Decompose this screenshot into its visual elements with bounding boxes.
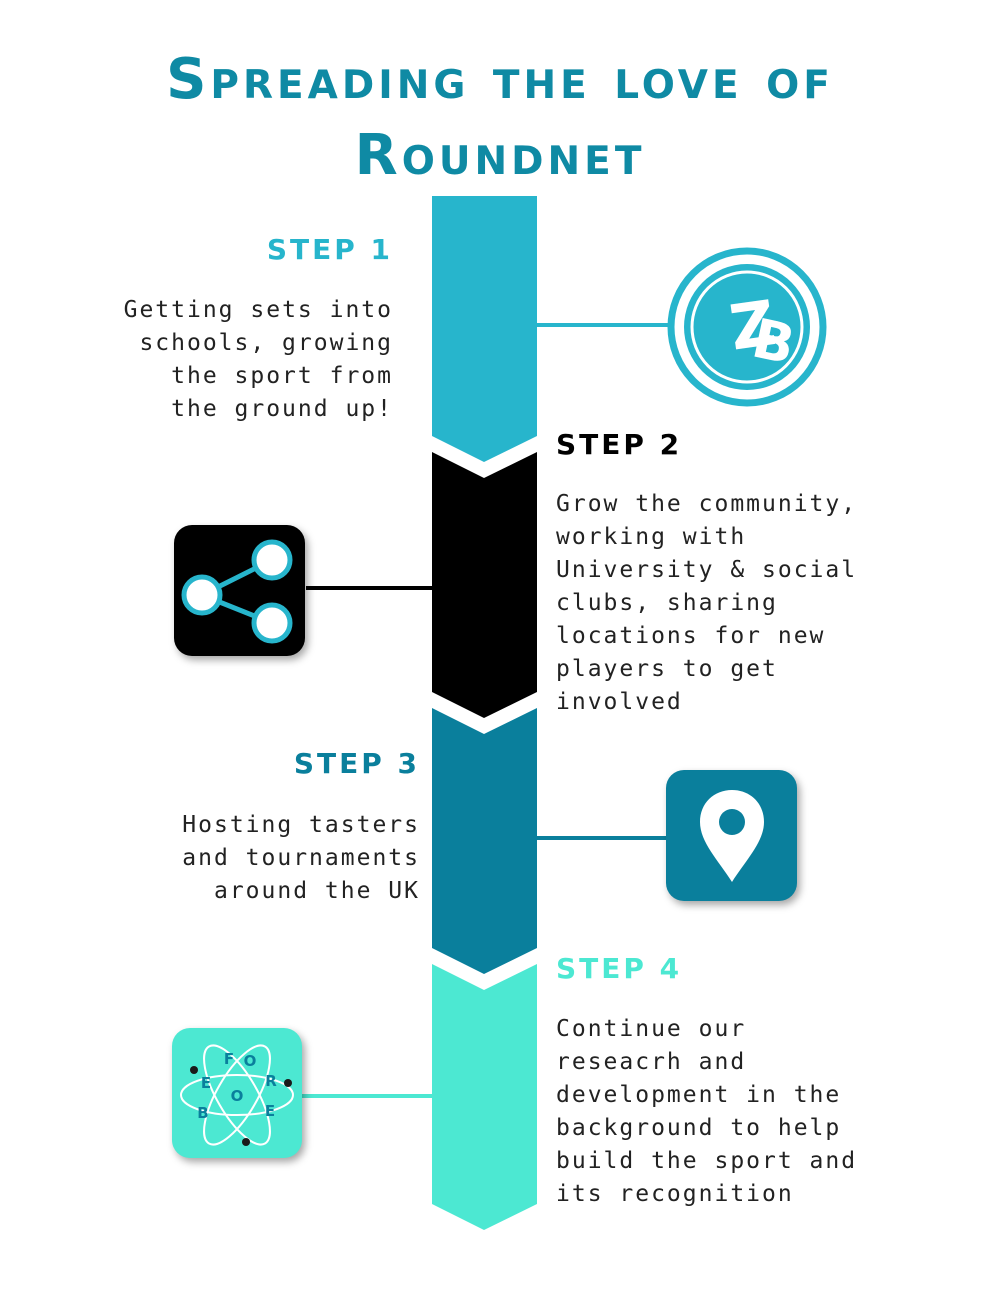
timeline-segment-2 bbox=[432, 452, 537, 718]
step-4-line: its recognition bbox=[556, 1181, 794, 1207]
step-4-line: development in the bbox=[556, 1082, 842, 1108]
location-pin-icon bbox=[666, 770, 797, 901]
step-2-line: clubs, sharing bbox=[556, 590, 778, 616]
atom-letter: O bbox=[244, 1052, 257, 1070]
step-2-line: Grow the community, bbox=[556, 491, 858, 517]
step-1-label: STEP 1 bbox=[266, 233, 393, 266]
atom-icon: F O E R B O E bbox=[172, 1028, 302, 1158]
step-3-text: Hosting tasters and tournaments around t… bbox=[182, 809, 420, 908]
step-3-line: Hosting tasters bbox=[182, 812, 420, 838]
step-1-text: Getting sets into schools, growing the s… bbox=[124, 294, 393, 426]
atom-letter: R bbox=[265, 1072, 277, 1090]
step-4-label: STEP 4 bbox=[556, 952, 683, 985]
step-4-line: reseacrh and bbox=[556, 1049, 747, 1075]
atom-letter: F bbox=[224, 1050, 234, 1068]
atom-letter: B bbox=[197, 1104, 208, 1122]
atom-letter: E bbox=[201, 1074, 211, 1092]
step-2-line: University & social bbox=[556, 557, 858, 583]
step-2-line: players to get bbox=[556, 656, 778, 682]
step-1-line: the ground up! bbox=[171, 396, 393, 422]
atom-letter: E bbox=[265, 1102, 275, 1120]
step-2-line: working with bbox=[556, 524, 747, 550]
step-4-line: background to help bbox=[556, 1115, 842, 1141]
timeline-segment-1 bbox=[432, 196, 537, 462]
timeline-segment-3 bbox=[432, 708, 537, 974]
step-4-line: build the sport and bbox=[556, 1148, 858, 1174]
step-1-line: the sport from bbox=[171, 363, 393, 389]
svg-text:Z: Z bbox=[725, 286, 780, 365]
step-1-line: Getting sets into bbox=[123, 297, 393, 323]
step-3-line: around the UK bbox=[213, 878, 420, 904]
step-1-line: schools, growing bbox=[139, 330, 393, 356]
step-2-line: involved bbox=[556, 689, 683, 715]
timeline-segment-4 bbox=[432, 964, 537, 1230]
step-3-line: and tournaments bbox=[182, 845, 420, 871]
step-2-text: Grow the community, working with Univers… bbox=[556, 488, 857, 719]
page-title-line-2: Roundnet bbox=[354, 123, 646, 188]
step-2-label: STEP 2 bbox=[556, 428, 683, 461]
atom-letter: O bbox=[231, 1087, 244, 1105]
step-2-line: locations for new bbox=[556, 623, 826, 649]
zb-logo-icon: Z B bbox=[666, 246, 828, 412]
share-icon bbox=[174, 525, 305, 656]
page-title-line-1: Spreading the love of bbox=[166, 47, 834, 112]
step-4-line: Continue our bbox=[556, 1016, 747, 1042]
step-4-text: Continue our reseacrh and development in… bbox=[556, 1013, 857, 1211]
step-3-label: STEP 3 bbox=[293, 747, 420, 780]
